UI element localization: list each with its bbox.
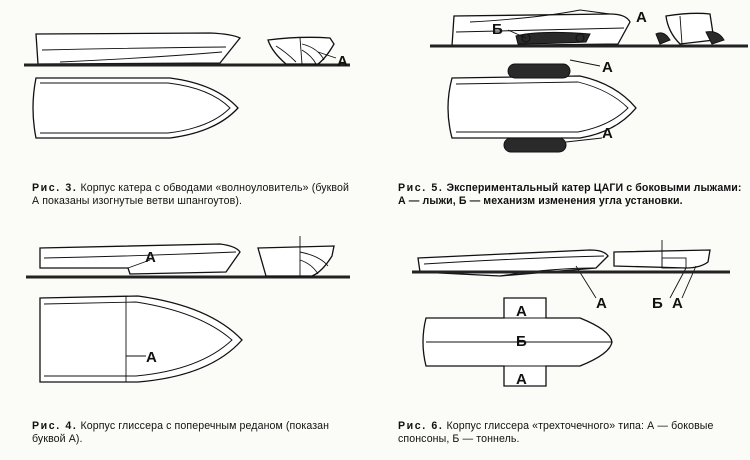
fig5-label-a-top: А bbox=[636, 9, 647, 26]
figure-6-caption: Рис. 6. Корпус глиссера «трехточечного» … bbox=[398, 420, 714, 445]
fig5-ski-top bbox=[507, 63, 571, 79]
figure-6-svg: А Б А А Б А bbox=[412, 240, 730, 388]
fig4-plan-hull bbox=[39, 295, 243, 383]
fig3-label-a: А bbox=[337, 53, 348, 70]
figure-5-svg: Б А А А bbox=[430, 9, 748, 153]
figure-6-drawing: А Б А А Б А bbox=[400, 236, 750, 416]
fig6-label-a-side: А bbox=[596, 295, 607, 312]
fig5-section bbox=[665, 12, 715, 45]
fig4-label-a-side: А bbox=[145, 249, 156, 266]
fig5-ski-mechanism bbox=[515, 31, 591, 45]
fig5-label-b: Б bbox=[492, 21, 503, 38]
fig4-side-hull bbox=[39, 243, 241, 275]
figure-4-caption: Рис. 4. Корпус глиссера с поперечным ред… bbox=[32, 420, 330, 445]
figure-4-svg: А А bbox=[26, 236, 350, 383]
fig5-label-a-ski-bottom: А bbox=[602, 125, 613, 142]
fig6-label-a-sponson-top: А bbox=[516, 303, 527, 320]
figure-4-drawing: А А bbox=[0, 236, 360, 386]
fig3-plan-hull bbox=[32, 77, 239, 139]
fig6-label-b-section: Б bbox=[652, 295, 663, 312]
fig5-plan-hull bbox=[447, 75, 637, 139]
figure-5-caption: Рис. 5. Экспериментальный катер ЦАГИ с б… bbox=[398, 182, 742, 207]
figure-5-drawing: Б А А А bbox=[380, 0, 750, 160]
fig5-label-a-ski-top: А bbox=[602, 59, 613, 76]
figure-3-caption: Рис. 3. Корпус катера с обводами «волноу… bbox=[32, 182, 350, 207]
fig6-label-a-sponson-bottom: А bbox=[516, 371, 527, 388]
fig6-label-a-section: А bbox=[672, 295, 683, 312]
fig5-ski-bottom bbox=[503, 137, 567, 153]
fig4-label-a-plan: А bbox=[146, 349, 157, 366]
figure-3-svg: А bbox=[24, 32, 350, 139]
fig4-section bbox=[257, 245, 335, 277]
fig6-label-b-tunnel: Б bbox=[516, 333, 527, 350]
figure-3-drawing: А bbox=[0, 0, 360, 150]
